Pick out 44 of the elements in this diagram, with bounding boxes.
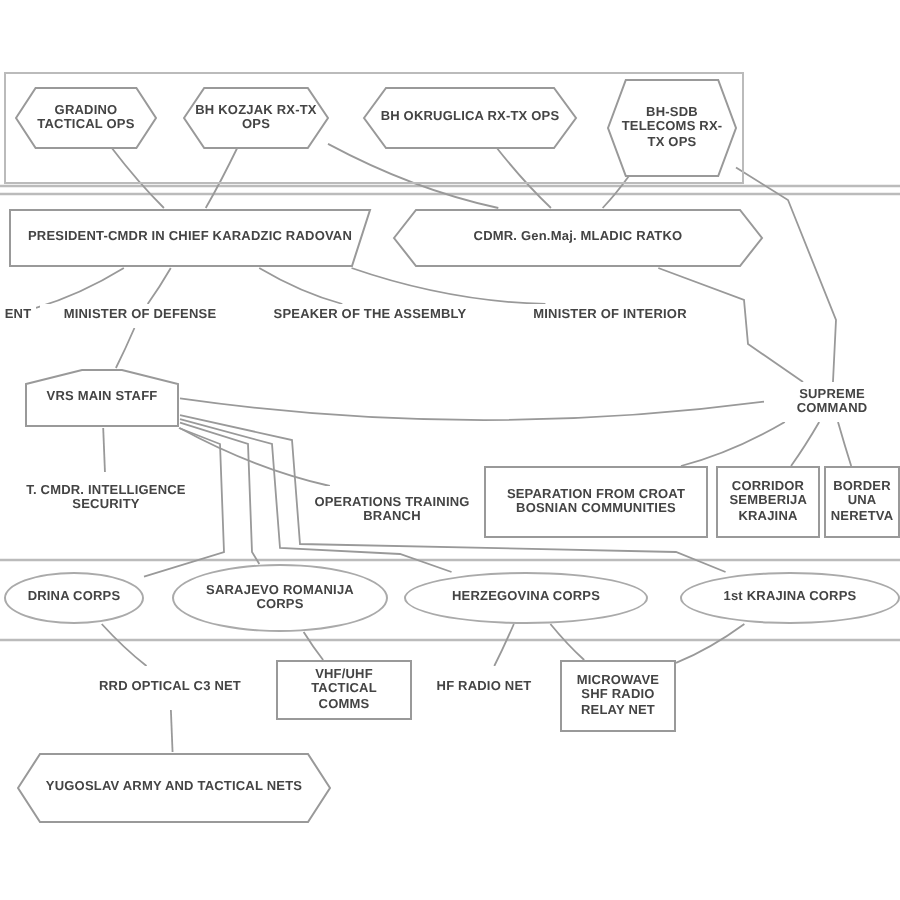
connector-line xyxy=(675,623,746,664)
connector-line xyxy=(350,267,547,305)
connector-line xyxy=(204,147,239,209)
hexagon-node xyxy=(606,78,738,178)
connector-line xyxy=(179,397,765,421)
hexagon-node xyxy=(362,86,578,150)
staff-box xyxy=(24,368,180,428)
connector-line xyxy=(837,421,853,467)
process-box xyxy=(824,466,900,538)
connector-line xyxy=(178,427,331,487)
connector-line xyxy=(146,267,172,305)
connector-line xyxy=(258,267,344,305)
group-frame xyxy=(4,72,744,184)
connector-line xyxy=(170,709,174,753)
connector-line xyxy=(110,147,165,209)
hexagon-node xyxy=(16,752,332,824)
connector-line xyxy=(327,142,500,209)
connector-line xyxy=(735,166,837,383)
connector-line xyxy=(657,267,804,383)
hexagon-node xyxy=(392,208,764,268)
corps-ellipse xyxy=(680,572,900,624)
connector-line xyxy=(115,327,136,369)
connector-line xyxy=(549,623,586,661)
corps-ellipse xyxy=(4,572,144,624)
connector-line xyxy=(179,421,261,565)
connector-line xyxy=(680,421,786,467)
hexagon-node xyxy=(182,86,330,150)
connector-line xyxy=(302,631,325,661)
connector-line xyxy=(179,414,727,573)
process-box xyxy=(560,660,676,732)
process-box xyxy=(484,466,708,538)
connector-line xyxy=(179,418,453,573)
connector-line xyxy=(35,267,125,309)
process-box xyxy=(716,466,820,538)
connector-line xyxy=(143,427,225,578)
connector-line xyxy=(493,623,515,667)
connector-line xyxy=(601,175,630,209)
command-box xyxy=(8,208,372,268)
process-box xyxy=(276,660,412,720)
hexagon-node xyxy=(14,86,158,150)
connector-line xyxy=(102,427,106,473)
connector-line xyxy=(790,421,821,467)
connector-line xyxy=(100,623,148,667)
connector-line xyxy=(495,147,552,209)
